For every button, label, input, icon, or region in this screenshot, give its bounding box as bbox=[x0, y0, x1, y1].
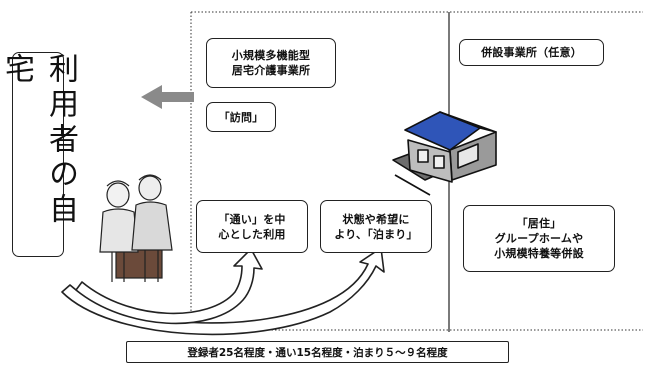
facility-box: 小規模多機能型 居宅介護事業所 bbox=[206, 38, 336, 88]
house-icon bbox=[392, 111, 497, 196]
user-home-box: 利用者の自宅 bbox=[0, 52, 78, 257]
residence-box: 「居住」 グループホームや 小規模特養等併設 bbox=[463, 205, 615, 272]
visit-arrow bbox=[141, 85, 194, 109]
day-use-box: 「通い」を中 心とした利用 bbox=[196, 200, 308, 253]
stay-box: 状態や希望に より、「泊まり」 bbox=[320, 200, 432, 253]
service-area-frame bbox=[190, 11, 643, 331]
annex-box: 併設事業所（任意） bbox=[459, 39, 604, 66]
stay-flow-arrow bbox=[61, 247, 385, 336]
capacity-footer: 登録者25名程度・通い15名程度・泊まり５～９名程度 bbox=[126, 341, 509, 363]
flow-arrows bbox=[61, 247, 385, 336]
user-home-label: 利用者の自宅 bbox=[0, 53, 78, 228]
day-use-flow-arrow bbox=[75, 248, 263, 325]
people-illustration bbox=[99, 174, 173, 282]
visit-box: 「訪問」 bbox=[206, 102, 276, 132]
